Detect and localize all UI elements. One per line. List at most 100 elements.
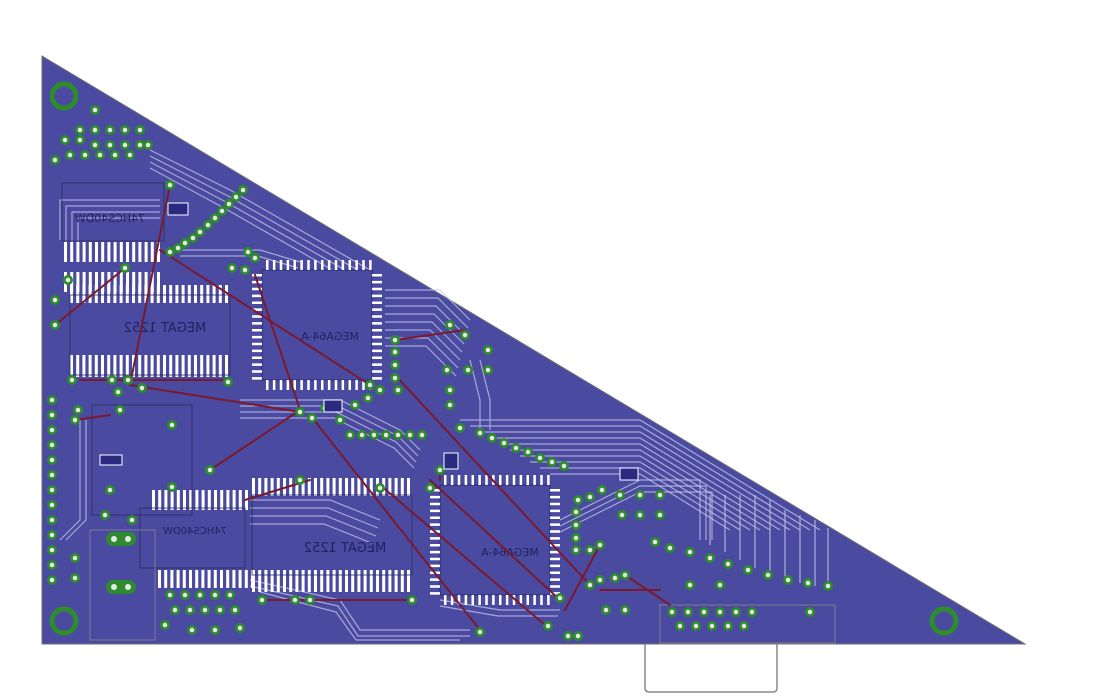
qfp-pin: [550, 557, 560, 561]
ic-pin: [357, 570, 361, 592]
qfp-pin: [252, 301, 262, 304]
pad: [63, 275, 73, 285]
qfp-chip-u3: [261, 269, 373, 381]
qfp-pin: [293, 380, 296, 390]
pad: [47, 470, 57, 480]
pad: [105, 125, 115, 135]
pad: [215, 605, 225, 615]
pad: [173, 243, 183, 253]
pad: [47, 575, 57, 585]
qfp-pin: [464, 595, 468, 605]
qfp-pin: [334, 380, 338, 390]
qfp-pin: [550, 544, 560, 547]
ic-pin: [238, 570, 242, 588]
pad: [655, 490, 665, 500]
pad: [571, 545, 581, 555]
qfp-pin: [550, 585, 560, 588]
pad: [203, 220, 213, 230]
qfp-pin: [372, 294, 382, 298]
pad: [425, 483, 435, 493]
ic-pin: [144, 272, 148, 292]
pad: [120, 125, 130, 135]
pad: [747, 607, 757, 617]
ic-pin: [200, 355, 204, 377]
pad: [417, 430, 427, 440]
ic-pin: [156, 285, 160, 303]
pad: [620, 570, 630, 580]
qfp-pin: [341, 260, 345, 270]
ic-pin: [187, 355, 191, 377]
qfp-pin: [252, 274, 262, 277]
ic-pin: [132, 242, 136, 262]
ic-pin: [170, 570, 174, 588]
pad: [335, 415, 345, 425]
ic-pin: [388, 570, 392, 592]
ic-pin: [369, 478, 373, 496]
pad: [715, 607, 725, 617]
pad: [523, 447, 533, 457]
pad: [307, 413, 317, 423]
ic-pin: [314, 478, 317, 496]
qfp-pin: [372, 301, 382, 304]
ic-pin: [226, 490, 230, 510]
ic-pin: [225, 355, 228, 377]
pad: [50, 295, 60, 305]
qfp-pin: [362, 380, 365, 390]
qfp-pin: [279, 380, 283, 390]
pad: [685, 580, 695, 590]
ic-pin: [70, 355, 73, 377]
qfp-pin: [512, 475, 516, 485]
ic-pin: [113, 285, 117, 303]
ic-pin: [157, 272, 160, 292]
pad: [50, 320, 60, 330]
pad: [445, 320, 455, 330]
pad: [120, 263, 130, 273]
pad: [90, 140, 100, 150]
qfp-pin: [430, 509, 440, 513]
component-label-u3: MEGA64-A: [301, 330, 359, 343]
pad: [120, 140, 130, 150]
pad: [573, 631, 583, 641]
ic-pin: [258, 570, 262, 592]
qfp-pin: [372, 287, 382, 291]
qfp-pin: [300, 380, 303, 390]
qfp-pin: [348, 380, 351, 390]
ic-pin: [264, 478, 268, 496]
pad: [547, 457, 557, 467]
pad: [137, 383, 147, 393]
pad: [617, 510, 627, 520]
pad: [115, 405, 125, 415]
ic-pin: [76, 272, 80, 292]
pad: [47, 395, 57, 405]
jumper-block: [106, 532, 136, 594]
pad: [665, 543, 675, 553]
ic-pin: [183, 490, 186, 510]
ic-pin: [214, 490, 217, 510]
qfp-pin: [457, 595, 461, 605]
qfp-pin: [327, 260, 331, 270]
pad: [125, 150, 135, 160]
ic-pin: [126, 272, 129, 292]
qfp-pin: [526, 595, 529, 605]
qfp-pin: [430, 523, 440, 526]
ic-pin: [175, 285, 179, 303]
ic-pin: [252, 478, 255, 496]
qfp-pin: [252, 322, 262, 325]
pad: [305, 595, 315, 605]
pad: [375, 483, 385, 493]
pad: [597, 485, 607, 495]
qfp-pin: [478, 595, 481, 605]
ic-pin: [169, 355, 173, 377]
pad: [723, 559, 733, 569]
qfp-pin: [372, 274, 382, 277]
ic-pin: [76, 355, 80, 377]
pad: [620, 605, 630, 615]
qfp-pin: [550, 578, 560, 581]
silkscreen-outlines: [61, 182, 836, 644]
ic-pin: [125, 285, 129, 303]
pad: [223, 377, 233, 387]
pad: [160, 620, 170, 630]
ic-pin: [150, 285, 154, 303]
qfp-pin: [526, 475, 529, 485]
trace-group-middle: [240, 359, 821, 531]
